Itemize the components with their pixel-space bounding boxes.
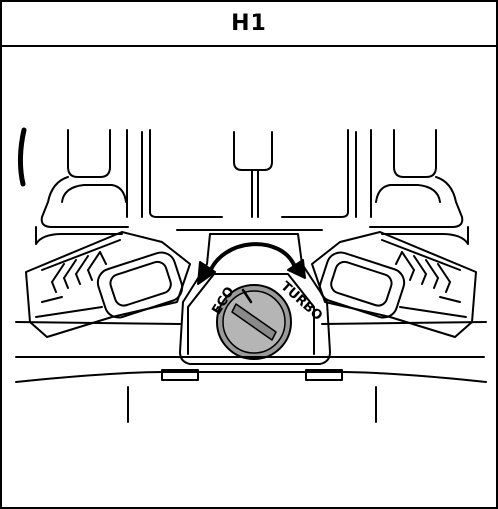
upper-right-housing bbox=[355, 129, 469, 245]
figure-header: H1 bbox=[2, 2, 496, 47]
lower-deck bbox=[15, 321, 487, 423]
mower-dial-illustration: ECO TURBO bbox=[15, 127, 487, 423]
rotation-arrow bbox=[197, 242, 306, 285]
dial-housing bbox=[179, 233, 331, 365]
left-battery bbox=[25, 231, 191, 338]
right-battery bbox=[311, 231, 477, 338]
dial-knob bbox=[216, 284, 292, 360]
body-edge-left bbox=[18, 127, 27, 187]
upper-center-housing bbox=[149, 129, 349, 231]
upper-left-housing bbox=[35, 129, 143, 245]
figure-label: H1 bbox=[231, 11, 267, 36]
